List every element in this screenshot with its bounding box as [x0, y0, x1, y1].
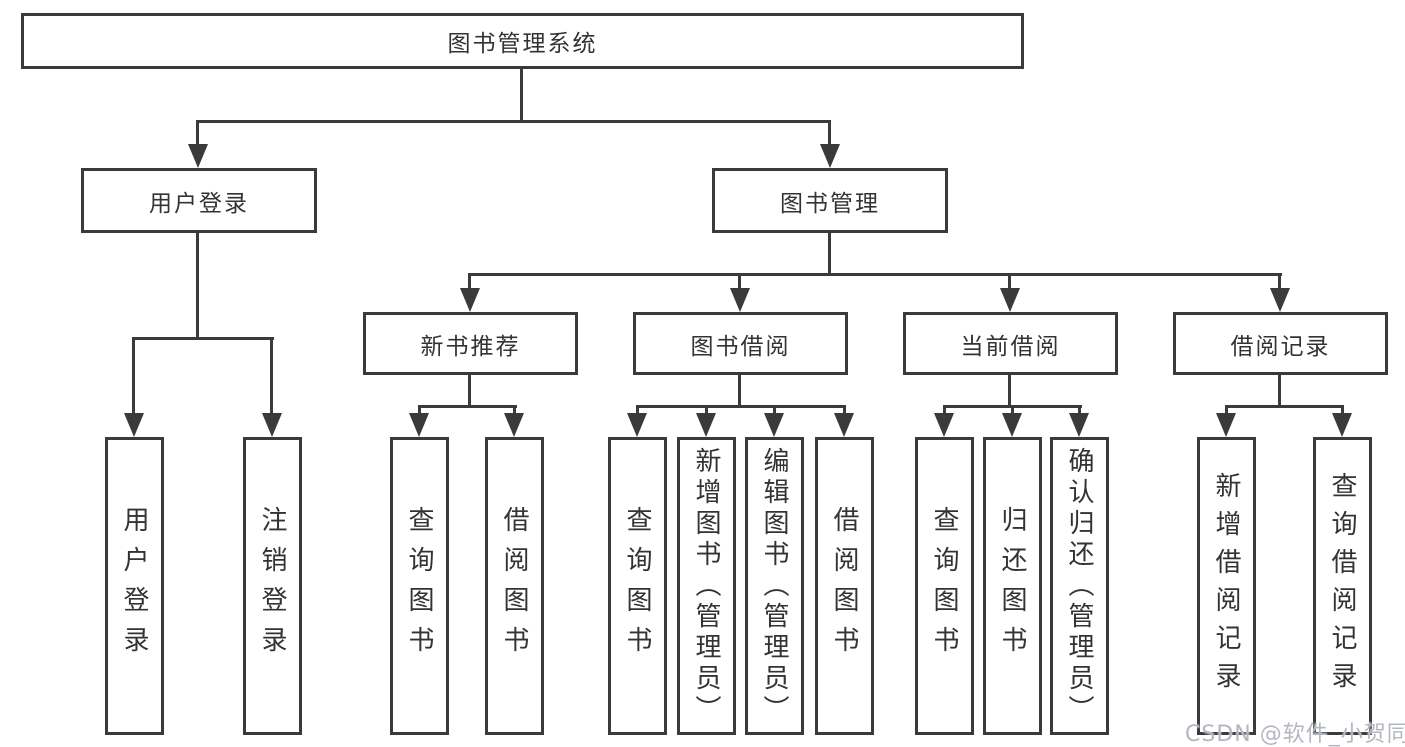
leaf-logout: 注销登录 [243, 437, 302, 735]
connector-line [1008, 273, 1011, 291]
arrow-down-icon [1000, 288, 1020, 312]
connector-line [1278, 273, 1281, 291]
connector-line [520, 68, 523, 123]
connector-line [468, 375, 471, 408]
arrow-down-icon [1332, 413, 1352, 437]
arrow-down-icon [409, 413, 429, 437]
arrow-down-icon [696, 413, 716, 437]
connector-line [418, 405, 421, 417]
connector-line [270, 337, 273, 416]
leaf-bb-query-books: 查询图书 [608, 437, 667, 735]
node-book-management: 图书管理 [712, 168, 948, 233]
arrow-down-icon [1002, 413, 1022, 437]
leaf-bb-borrow-books: 借阅图书 [815, 437, 874, 735]
leaf-bb-add-books-admin: 新增图书（管理员） [677, 437, 736, 735]
leaf-cb-confirm-return-admin: 确认归还（管理员） [1050, 437, 1109, 735]
connector-line [636, 405, 846, 408]
connector-line [1225, 405, 1228, 417]
leaf-br-query-borrow-record: 查询借阅记录 [1313, 437, 1372, 735]
connector-line [468, 273, 471, 291]
connector-line [1341, 405, 1344, 417]
arrow-down-icon [262, 413, 282, 437]
node-borrowing-records: 借阅记录 [1173, 312, 1388, 375]
connector-line [636, 405, 639, 417]
connector-line [738, 273, 741, 291]
connector-line [773, 405, 776, 417]
arrow-down-icon [460, 288, 480, 312]
leaf-bb-edit-books-admin: 编辑图书（管理员） [745, 437, 804, 735]
arrow-down-icon [124, 413, 144, 437]
connector-line [843, 405, 846, 417]
csdn-watermark: CSDN @软件_小贺同学 [1185, 722, 1405, 747]
node-current-borrowing: 当前借阅 [903, 312, 1118, 375]
arrow-down-icon [504, 413, 524, 437]
arrow-down-icon [730, 288, 750, 312]
leaf-cb-return-books: 归还图书 [983, 437, 1042, 735]
arrow-down-icon [627, 413, 647, 437]
connector-line [828, 233, 831, 276]
leaf-nb-query-books: 查询图书 [390, 437, 449, 735]
arrow-down-icon [820, 144, 840, 168]
arrow-down-icon [1069, 413, 1089, 437]
leaf-cb-query-books: 查询图书 [915, 437, 974, 735]
node-user-login: 用户登录 [81, 168, 317, 233]
connector-line [1078, 405, 1081, 417]
connector-line [1278, 375, 1281, 408]
connector-line [197, 120, 831, 123]
connector-line [133, 337, 274, 340]
leaf-br-add-borrow-record: 新增借阅记录 [1197, 437, 1256, 735]
arrow-down-icon [188, 144, 208, 168]
arrow-down-icon [1270, 288, 1290, 312]
connector-line [1225, 405, 1344, 408]
connector-line [196, 233, 199, 340]
connector-line [418, 405, 517, 408]
connector-line [196, 120, 199, 147]
connector-line [738, 375, 741, 408]
leaf-nb-borrow-books: 借阅图书 [485, 437, 544, 735]
node-root-library-management-system: 图书管理系统 [21, 13, 1024, 69]
connector-line [1011, 405, 1014, 417]
connector-line [468, 273, 1282, 276]
arrow-down-icon [764, 413, 784, 437]
connector-line [943, 405, 946, 417]
connector-line [1008, 375, 1011, 408]
leaf-user-login: 用户登录 [105, 437, 164, 735]
connector-line [513, 405, 516, 417]
arrow-down-icon [934, 413, 954, 437]
node-book-borrowing: 图书借阅 [633, 312, 848, 375]
connector-line [705, 405, 708, 417]
arrow-down-icon [834, 413, 854, 437]
connector-line [132, 337, 135, 416]
node-new-book-recommendation: 新书推荐 [363, 312, 578, 375]
arrow-down-icon [1216, 413, 1236, 437]
connector-line [828, 120, 831, 147]
